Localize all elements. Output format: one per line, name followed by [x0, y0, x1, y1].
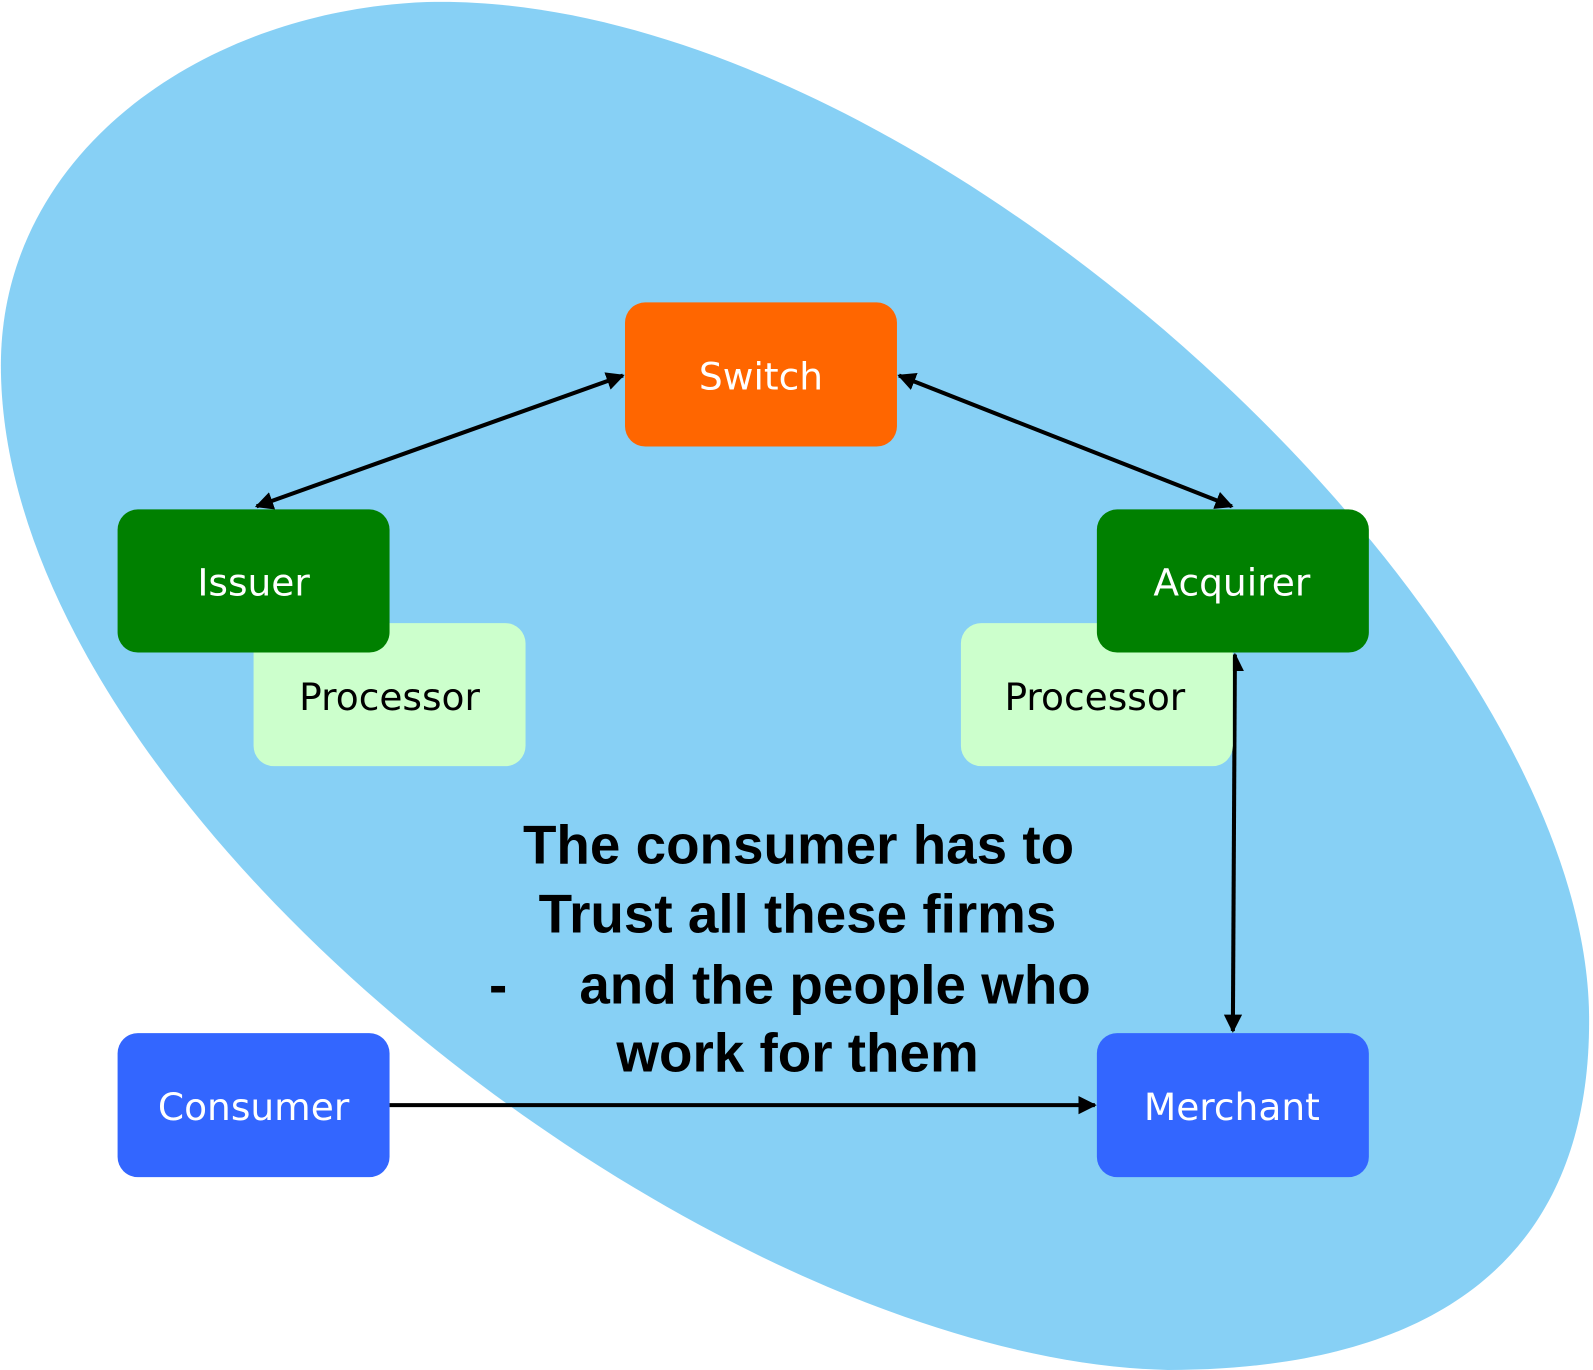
acquirer-node: Acquirer — [1096, 509, 1369, 653]
consumer-label: Consumer — [158, 1085, 350, 1129]
merchant-node: Merchant — [1096, 1033, 1369, 1178]
acquirer-label: Acquirer — [1153, 561, 1310, 605]
issuer-processor-node: Processor — [253, 623, 526, 767]
issuer-label: Issuer — [197, 561, 310, 605]
consumer-node: Consumer — [117, 1033, 390, 1178]
acquirer-merchant-arrow — [1223, 652, 1244, 1033]
issuer-switch-arrow — [254, 372, 625, 510]
switch-acquirer-arrow — [897, 372, 1234, 509]
acquirer-processor-node: Processor — [960, 623, 1233, 767]
message-line-3: and the people who — [579, 954, 1090, 1016]
issuer-processor-label: Processor — [299, 675, 480, 719]
acquirer-processor-label: Processor — [1004, 675, 1185, 719]
message-bullet: - — [489, 954, 507, 1016]
switch-node: Switch — [624, 302, 897, 447]
message-line-2: Trust all these firms — [539, 883, 1057, 945]
message-line-1: The consumer has to — [523, 814, 1074, 876]
message-line-4: work for them — [615, 1022, 978, 1084]
merchant-label: Merchant — [1144, 1085, 1320, 1129]
switch-label: Switch — [699, 354, 823, 398]
trust-message: The consumer has to Trust all these firm… — [489, 814, 1091, 1084]
issuer-node: Issuer — [117, 509, 390, 653]
